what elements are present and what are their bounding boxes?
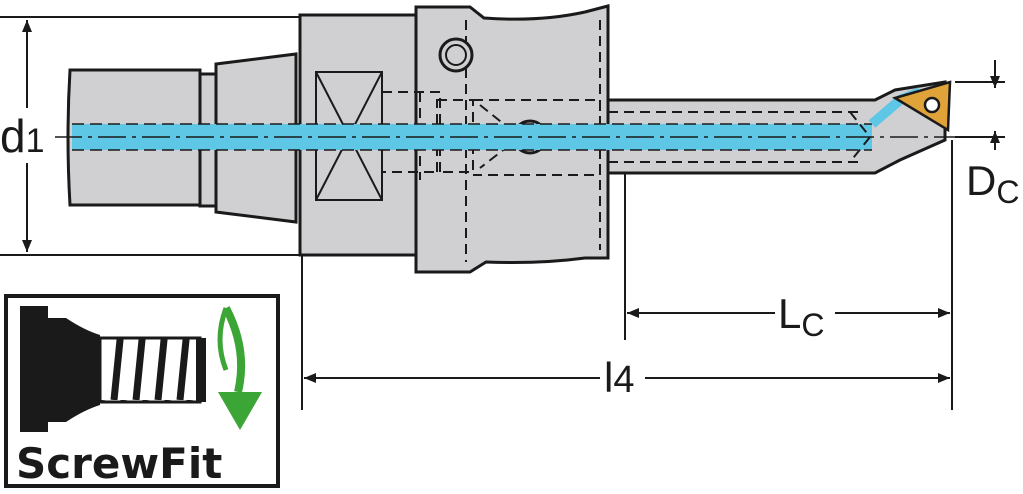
extension-lines bbox=[0, 16, 1005, 410]
dimension-d1: d1 bbox=[0, 20, 55, 252]
dc-label: DC bbox=[966, 157, 1019, 210]
l4-label: l4 bbox=[604, 354, 634, 401]
rotate-down-arrow-icon bbox=[217, 306, 262, 430]
dimension-dc: DC bbox=[966, 60, 1019, 210]
d1-label: d1 bbox=[0, 110, 45, 162]
cutting-insert bbox=[891, 80, 952, 133]
screwfit-logo: ScrewFit bbox=[4, 294, 280, 488]
dimension-lc: LC bbox=[627, 290, 950, 343]
screwfit-label: ScrewFit bbox=[16, 439, 222, 488]
screw-thread-icon bbox=[20, 306, 206, 432]
lc-label: LC bbox=[778, 290, 824, 343]
dimension-l4: l4 bbox=[304, 352, 950, 402]
